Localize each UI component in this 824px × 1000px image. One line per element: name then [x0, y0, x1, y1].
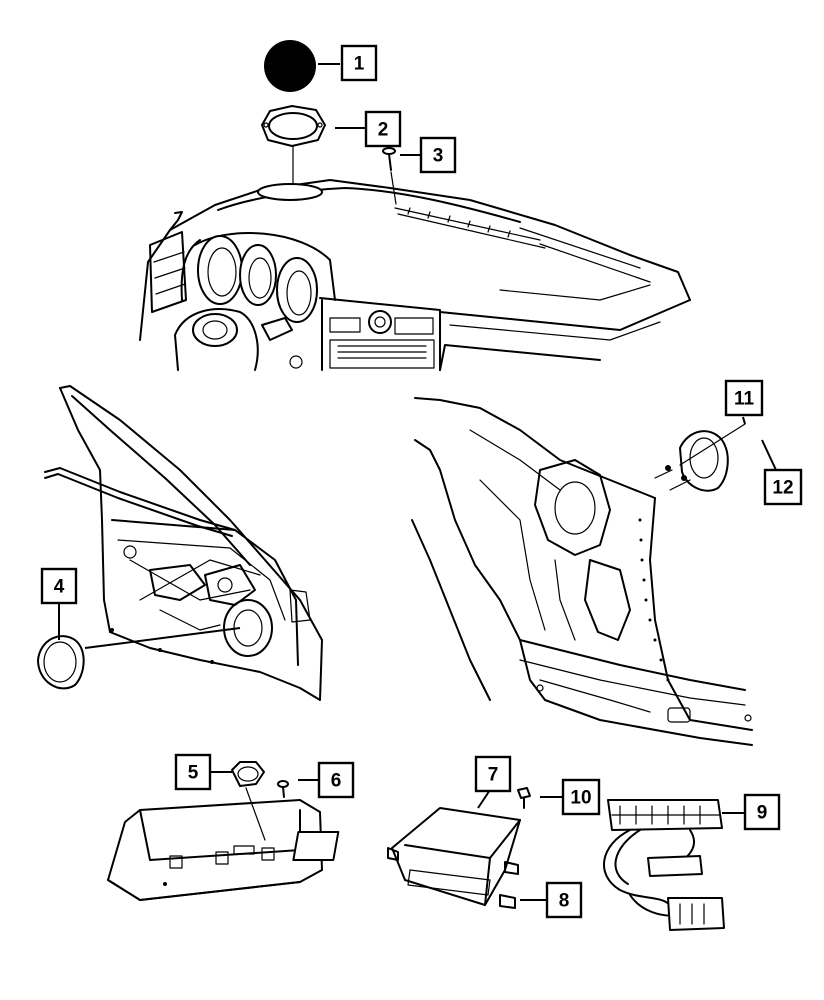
part-5-gasket[interactable]	[231, 761, 265, 787]
callout-8-label: 8	[559, 891, 570, 912]
callout-2[interactable]: 2	[364, 110, 402, 148]
callout-5-label: 5	[188, 763, 199, 784]
callout-1-label: 1	[354, 54, 365, 75]
callout-12[interactable]: 12	[763, 468, 803, 506]
console-bin-illustration	[107, 787, 323, 901]
callout-5[interactable]: 5	[174, 753, 212, 791]
part-3-screw[interactable]	[382, 147, 397, 205]
callout-3-label: 3	[433, 146, 444, 167]
callout-6[interactable]: 6	[317, 761, 355, 799]
part-9-wiring-harness[interactable]	[603, 799, 725, 931]
callout-8[interactable]: 8	[545, 881, 583, 919]
callout-1[interactable]: 1	[340, 44, 378, 82]
part-11-pillar-speaker[interactable]	[679, 423, 746, 492]
part-1-speaker-grille[interactable]	[264, 40, 316, 92]
callout-7[interactable]: 7	[474, 755, 512, 793]
part-4-door-speaker[interactable]	[37, 635, 85, 690]
front-door-illustration	[44, 385, 323, 701]
leader-lines	[58, 63, 777, 901]
instrument-panel-illustration	[139, 179, 691, 371]
callout-11[interactable]: 11	[724, 379, 764, 417]
callout-7-label: 7	[488, 765, 499, 786]
callout-6-label: 6	[331, 771, 342, 792]
part-12-screws[interactable]	[654, 465, 691, 491]
callout-10-label: 10	[570, 788, 591, 809]
callout-3[interactable]: 3	[419, 136, 457, 174]
part-6-screw[interactable]	[277, 780, 289, 798]
callout-9-label: 9	[757, 803, 768, 824]
callout-4-label: 4	[54, 577, 65, 598]
part-7-amplifier[interactable]	[292, 807, 521, 909]
callout-9[interactable]: 9	[743, 793, 781, 831]
callout-2-label: 2	[378, 120, 389, 141]
callout-11-label: 11	[734, 389, 755, 410]
callout-4[interactable]: 4	[40, 567, 78, 605]
callout-10[interactable]: 10	[561, 778, 601, 816]
callout-12-label: 12	[772, 478, 793, 499]
part-2-speaker-gasket[interactable]	[261, 105, 326, 191]
body-side-illustration	[411, 397, 753, 746]
part-10-bolt[interactable]	[517, 787, 531, 809]
